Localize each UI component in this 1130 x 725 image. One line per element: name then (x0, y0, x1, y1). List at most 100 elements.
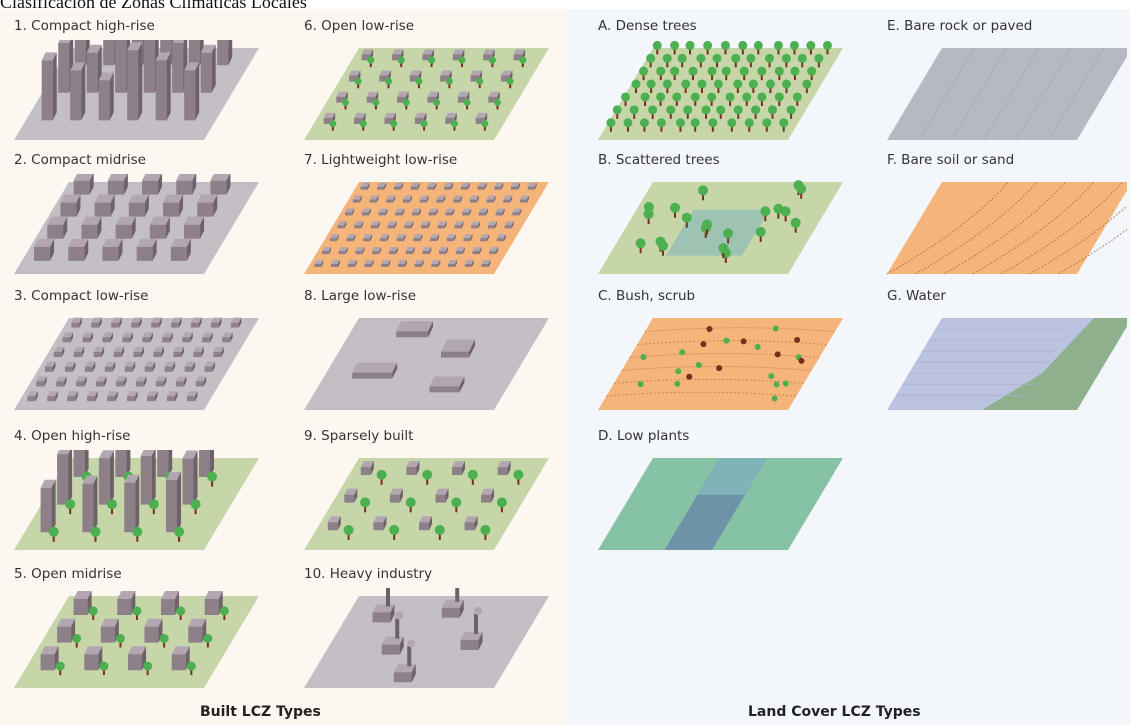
tree-trunk (52, 534, 55, 542)
building-front (76, 381, 85, 387)
tree-trunk (206, 641, 209, 648)
building-roof (520, 195, 529, 200)
tree-trunk (616, 112, 619, 119)
building-side (384, 182, 387, 190)
building-front (73, 352, 82, 358)
tree-crown (467, 469, 478, 480)
tree-trunk (754, 112, 757, 119)
tree-trunk (659, 99, 662, 106)
building-side (63, 216, 68, 239)
building-front (402, 199, 410, 203)
tree-crown (88, 606, 98, 616)
tree-crown (385, 77, 393, 85)
building-front (504, 225, 512, 229)
building-front (186, 396, 195, 402)
building-front (36, 381, 45, 387)
building-front (197, 202, 214, 217)
building-side (443, 195, 446, 203)
building-roof (164, 361, 176, 367)
building-front (329, 238, 337, 242)
building-front (439, 251, 447, 255)
building-front (381, 263, 389, 267)
tree-trunk (711, 125, 714, 132)
building-roof (452, 49, 465, 55)
building-side (453, 234, 456, 242)
building-front (191, 322, 200, 328)
building-front (57, 454, 69, 505)
building-front (67, 396, 76, 402)
building-roof (481, 488, 495, 495)
building-side (210, 332, 213, 343)
building-side (493, 195, 496, 203)
building-roof (87, 391, 98, 397)
tree-crown (773, 40, 783, 50)
lcz-b-illustration (598, 180, 843, 274)
building-front (503, 199, 511, 203)
building-roof (469, 195, 479, 200)
tree-trunk (681, 61, 684, 68)
tree-trunk (800, 191, 803, 199)
tree-trunk (661, 248, 664, 256)
bush (740, 338, 747, 345)
building-front (338, 251, 346, 255)
building-roof (354, 221, 364, 226)
building-roof (372, 604, 395, 613)
building-side (399, 636, 404, 655)
tree-crown (698, 185, 709, 196)
lcz-label: E. Bare rock or paved (887, 18, 1033, 34)
building-side (402, 208, 405, 216)
tree-crown (685, 40, 695, 50)
tree-trunk (393, 532, 396, 540)
tree-trunk (769, 86, 772, 94)
tree-trunk (737, 112, 740, 119)
tree-crown (629, 105, 639, 115)
building-roof (439, 247, 449, 252)
tree-trunk (644, 99, 647, 106)
building-roof (446, 234, 456, 239)
building-roof (427, 182, 437, 187)
building-side (487, 234, 490, 242)
tree-trunk (426, 477, 429, 485)
building-roof (144, 618, 163, 627)
building-front (202, 337, 211, 343)
building-side (132, 361, 136, 372)
tree-trunk (409, 505, 412, 513)
building-front (489, 251, 497, 255)
building-side (219, 317, 222, 328)
building-side (101, 347, 105, 358)
tree-trunk (765, 125, 768, 132)
tree-trunk (725, 73, 728, 81)
building-roof (213, 347, 224, 353)
building-roof (76, 376, 87, 382)
lcz-5-open-midrise: 5. Open midrise (14, 566, 284, 706)
building-roof (128, 194, 149, 203)
building-side (390, 604, 395, 623)
building-side (460, 195, 463, 203)
lcz-label: B. Scattered trees (598, 152, 720, 168)
building-roof (86, 44, 102, 53)
tree-crown (753, 40, 763, 50)
lcz-1-illustration (14, 40, 259, 140)
building-roof (480, 234, 490, 239)
tree-crown (72, 634, 82, 643)
tree-crown (806, 40, 816, 50)
building-side (496, 247, 499, 255)
smoke (474, 607, 482, 615)
tree-trunk (453, 125, 456, 131)
tree-crown (148, 499, 159, 510)
tree-crown (656, 118, 666, 128)
tree-trunk (686, 112, 689, 119)
building-roof (182, 332, 193, 338)
building-side (93, 475, 98, 533)
building-front (195, 381, 204, 387)
building-roof (184, 361, 196, 367)
building-front (117, 599, 132, 616)
building-front (53, 352, 62, 358)
building-roof (91, 317, 102, 323)
tree-crown (635, 238, 646, 249)
building-roof (73, 347, 85, 353)
building-front (188, 626, 203, 643)
soil-contour (1029, 205, 1127, 275)
building-front (173, 352, 182, 358)
building-front (421, 225, 428, 229)
